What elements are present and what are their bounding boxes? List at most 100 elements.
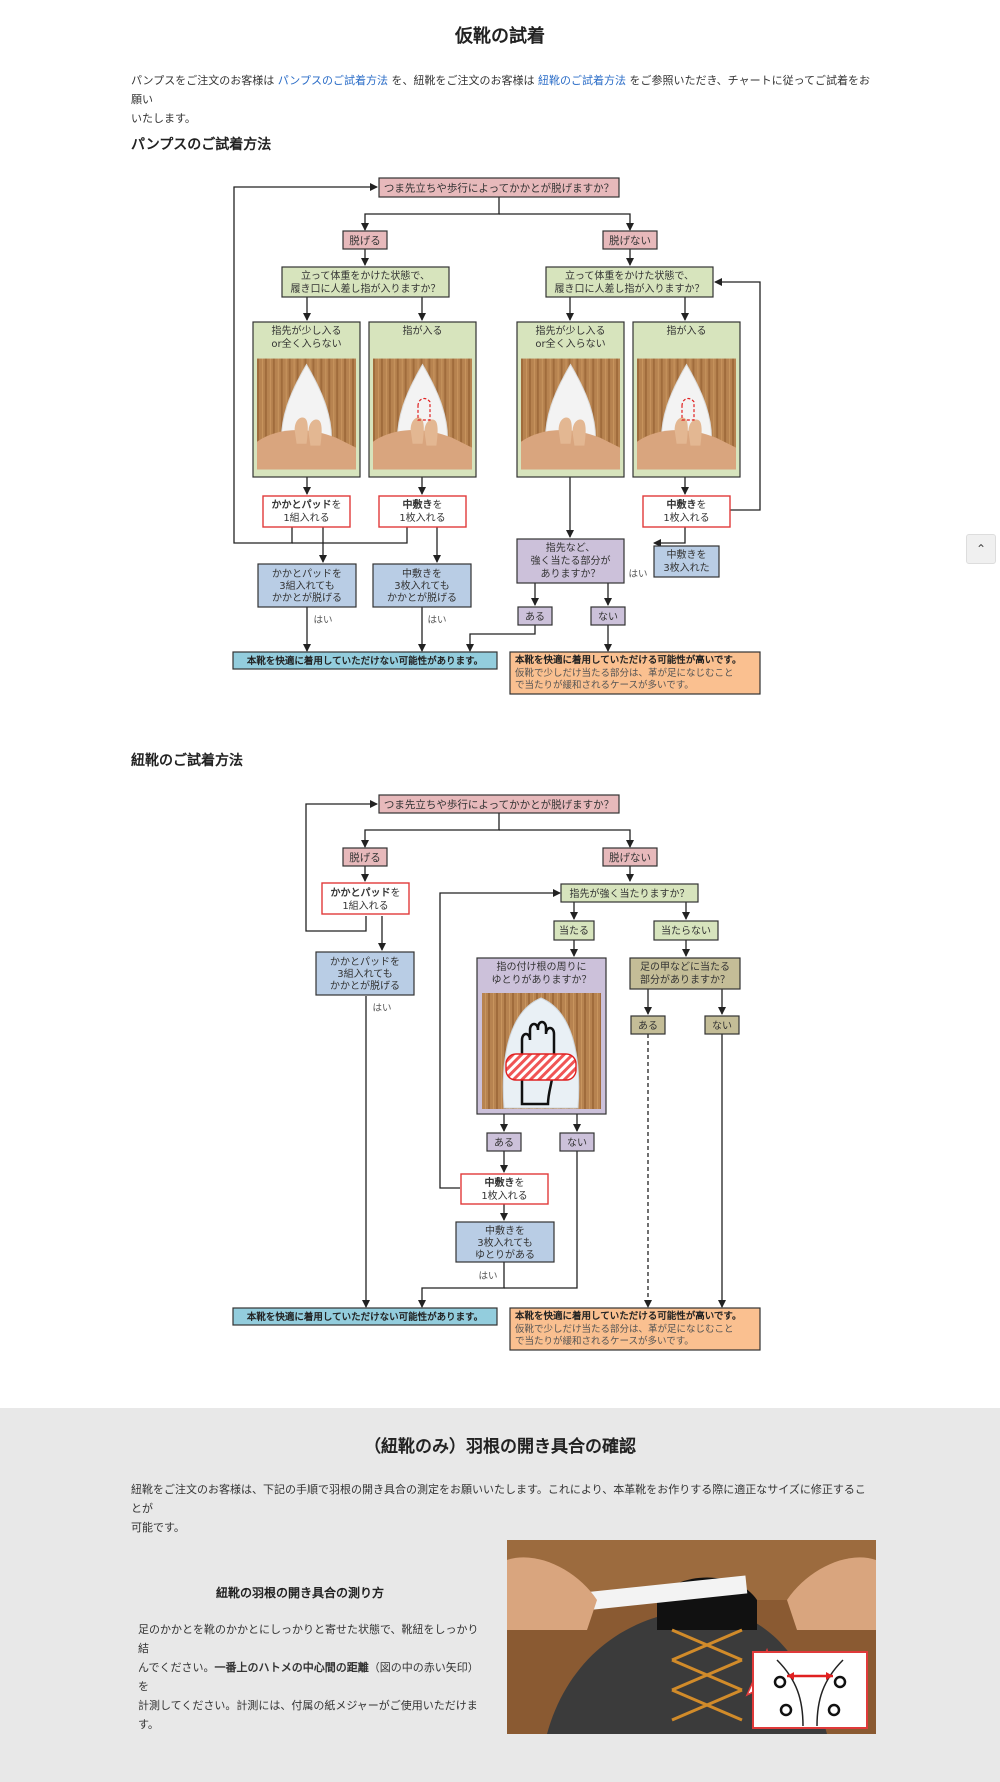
- pumps-flowchart: つま先立ちや歩行によってかかとが脱げますか？ 脱げる 脱げない 立って体重をかけ…: [232, 177, 761, 1351]
- pumps-q2-left-l2: 履き口に人差し指が入りますか？: [291, 282, 441, 295]
- laceups-slip-yes: 脱げる: [349, 851, 381, 864]
- pump-photo-icon: [521, 358, 620, 470]
- pumps-good-result: 本靴を快適に着用していただける可能性が高いです。 仮靴で少しだけ当たる部分は、革…: [509, 651, 761, 695]
- svg-text:中敷きを: 中敷きを: [402, 567, 442, 580]
- pumps-slip-no: 脱げない: [609, 234, 651, 247]
- svg-text:中敷きを: 中敷きを: [485, 1176, 525, 1189]
- pumps-heelpad-action: かかとパッドを 1組入れる: [262, 495, 351, 528]
- pumps-link[interactable]: パンプスのご試着方法: [277, 74, 388, 87]
- fit-photo-box-3: 指先が少し入る or全く入らない: [516, 321, 625, 478]
- pump-photo-icon: [637, 358, 736, 470]
- svg-text:かかとパッドを: かかとパッドを: [272, 568, 342, 580]
- fit-photo-box-2: 指が入る: [368, 321, 477, 478]
- pumps-yes-label-3: はい: [628, 569, 647, 580]
- scroll-top-button[interactable]: ⌃: [966, 534, 996, 564]
- svg-text:かかとパッドを: かかとパッドを: [331, 887, 401, 899]
- laceups-slip-no: 脱げない: [609, 851, 651, 864]
- svg-text:指先が少し入る: 指先が少し入る: [272, 324, 342, 337]
- svg-text:中敷きを: 中敷きを: [667, 498, 707, 511]
- laceups-yes-label-2: はい: [478, 1271, 497, 1282]
- svg-text:3組入れても: 3組入れても: [279, 579, 335, 592]
- svg-text:3組入れても: 3組入れても: [337, 967, 393, 980]
- svg-text:3枚入れても: 3枚入れても: [394, 579, 450, 592]
- pumps-q2-right-l1: 立って体重をかけた状態で、: [565, 269, 694, 282]
- svg-text:指が入る: 指が入る: [403, 324, 443, 337]
- svg-text:指先など、: 指先など、: [546, 541, 596, 554]
- svg-text:or全く入らない: or全く入らない: [535, 337, 605, 350]
- pumps-insole-action-right: 中敷きを 1枚入れる: [642, 495, 731, 528]
- svg-text:1枚入れる: 1枚入れる: [399, 511, 445, 524]
- laceups-root-nai: ない: [567, 1137, 587, 1149]
- svg-text:ゆとりがありますか？: ゆとりがありますか？: [492, 973, 592, 986]
- svg-text:3枚入れた: 3枚入れた: [663, 561, 709, 574]
- pumps-three-insoles: 中敷きを 3枚入れた: [653, 545, 720, 578]
- svg-text:で当たりが緩和されるケースが多いです。: で当たりが緩和されるケースが多いです。: [515, 1335, 694, 1347]
- svg-text:かかとが脱げる: かかとが脱げる: [272, 591, 342, 604]
- laceups-connectors: [305, 800, 726, 1308]
- pumps-connectors: [233, 183, 761, 652]
- laceups-toe-question: 指先が強く当たりますか？: [570, 887, 690, 900]
- svg-text:かかとパッドを: かかとパッドを: [272, 499, 342, 511]
- svg-text:かかとパッドを: かかとパッドを: [330, 956, 400, 968]
- pumps-bad-result: 本靴を快適に着用していただけない可能性があります。: [247, 655, 483, 667]
- intro-paragraph: パンプスをご注文のお客様は パンプスのご試着方法 を、紐靴をご注文のお客様は 紐…: [131, 74, 871, 125]
- laceups-good-result: 本靴を快適に着用していただける可能性が高いです。 仮靴で少しだけ当たる部分は、革…: [509, 1307, 761, 1351]
- eyelet-title: （紐靴のみ）羽根の開き具合の確認: [364, 1437, 636, 1457]
- svg-text:ありますか？: ありますか？: [541, 568, 601, 580]
- svg-text:本靴を快適に着用していただける可能性が高いです。: 本靴を快適に着用していただける可能性が高いです。: [515, 1310, 741, 1322]
- svg-text:本靴を快適に着用していただける可能性が高いです。: 本靴を快適に着用していただける可能性が高いです。: [515, 654, 741, 666]
- svg-text:かかとが脱げる: かかとが脱げる: [387, 591, 457, 604]
- svg-text:1組入れる: 1組入れる: [283, 511, 329, 524]
- svg-text:中敷きを: 中敷きを: [403, 498, 443, 511]
- page-title: 仮靴の試着: [455, 26, 545, 47]
- svg-text:1枚入れる: 1枚入れる: [663, 511, 709, 524]
- pumps-pain-question: 指先など、 強く当たる部分が ありますか？: [516, 538, 625, 584]
- eyelet-inset-icon: [745, 1647, 868, 1729]
- laceups-still-heel: かかとパッドを 3組入れても かかとが脱げる: [315, 951, 415, 996]
- laceups-instep-question: 足の甲などに当たる 部分がありますか？: [629, 957, 741, 990]
- svg-text:仮靴で少しだけ当たる部分は、革が足になじむこと: 仮靴で少しだけ当たる部分は、革が足になじむこと: [515, 1323, 734, 1335]
- pumps-insole-action-left: 中敷きを 1枚入れる: [378, 495, 467, 528]
- svg-text:or全く入らない: or全く入らない: [271, 337, 341, 350]
- svg-text:部分がありますか？: 部分がありますか？: [640, 973, 730, 986]
- laceup-last-photo-icon: [482, 993, 601, 1109]
- laceups-heelpad-action: かかとパッドを 1組入れる: [321, 882, 410, 915]
- eyelet-intro: 紐靴をご注文のお客様は、下記の手順で羽根の開き具合の測定をお願いいたします。これ…: [131, 1483, 866, 1534]
- svg-text:中敷きを: 中敷きを: [485, 1224, 525, 1237]
- laceups-yes-label-1: はい: [372, 1003, 391, 1014]
- laceups-heading: 紐靴のご試着方法: [131, 753, 243, 769]
- pumps-slip-yes: 脱げる: [349, 234, 381, 247]
- chevron-up-icon: ⌃: [975, 542, 987, 556]
- svg-text:指の付け根の周りに: 指の付け根の周りに: [497, 960, 587, 973]
- eyelet-subheading: 紐靴の羽根の開き具合の測り方: [215, 1586, 384, 1600]
- svg-text:仮靴で少しだけ当たる部分は、革が足になじむこと: 仮靴で少しだけ当たる部分は、革が足になじむこと: [515, 667, 734, 679]
- laceups-bad-result: 本靴を快適に着用していただけない可能性があります。: [247, 1311, 483, 1323]
- laceups-root-aru: ある: [494, 1137, 514, 1149]
- svg-text:で当たりが緩和されるケースが多いです。: で当たりが緩和されるケースが多いです。: [515, 679, 694, 691]
- laceups-instep-nai: ない: [712, 1020, 732, 1032]
- fit-photo-box-4: 指が入る: [632, 321, 741, 478]
- svg-text:1枚入れる: 1枚入れる: [481, 1189, 527, 1202]
- laceups-q1: つま先立ちや歩行によってかかとが脱げますか？: [384, 798, 614, 811]
- laceups-not-hit: 当たらない: [661, 924, 711, 937]
- pumps-heading: パンプスのご試着方法: [131, 137, 272, 153]
- svg-text:足の甲などに当たる: 足の甲などに当たる: [640, 960, 730, 973]
- laceups-insole-action: 中敷きを 1枚入れる: [460, 1173, 549, 1205]
- pumps-q2-left-l1: 立って体重をかけた状態で、: [301, 269, 430, 282]
- pumps-q2-right-l2: 履き口に人差し指が入りますか？: [555, 282, 705, 295]
- eyelet-measure-photo: [507, 1540, 876, 1734]
- pumps-nai: ない: [598, 611, 618, 623]
- eyelet-section: （紐靴のみ）羽根の開き具合の確認 紐靴をご注文のお客様は、下記の手順で羽根の開き…: [0, 1408, 1000, 1782]
- svg-text:かかとが脱げる: かかとが脱げる: [330, 979, 400, 992]
- svg-text:3枚入れても: 3枚入れても: [477, 1236, 533, 1249]
- pumps-yes-label-2: はい: [427, 615, 446, 626]
- pumps-still-insole: 中敷きを 3枚入れても かかとが脱げる: [372, 563, 472, 608]
- fit-photo-box-1: 指先が少し入る or全く入らない: [252, 321, 361, 478]
- svg-text:中敷きを: 中敷きを: [667, 548, 707, 561]
- svg-text:指が入る: 指が入る: [667, 324, 707, 337]
- pump-photo-icon: [257, 358, 356, 470]
- laceups-root-question-box: 指の付け根の周りに ゆとりがありますか？: [476, 957, 607, 1115]
- svg-text:強く当たる部分が: 強く当たる部分が: [531, 554, 611, 567]
- laceups-link[interactable]: 紐靴のご試着方法: [537, 74, 626, 87]
- laceups-still-room: 中敷きを 3枚入れても ゆとりがある: [455, 1221, 555, 1263]
